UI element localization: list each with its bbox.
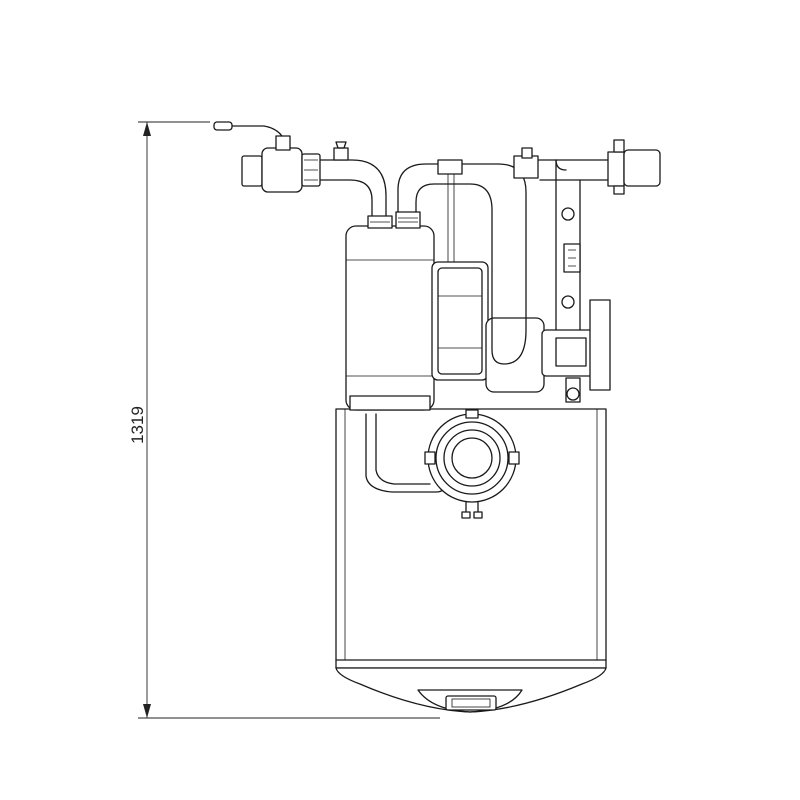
left-valve-handle bbox=[229, 125, 283, 137]
expansion-tank bbox=[345, 211, 435, 411]
pipe-middle-loop bbox=[397, 163, 527, 365]
right-valve-fitting bbox=[623, 149, 661, 187]
cock-body bbox=[333, 147, 349, 161]
flue-duct-inner bbox=[375, 413, 431, 485]
drain-valve bbox=[565, 377, 581, 403]
left-ball-valve bbox=[213, 121, 321, 193]
valve-nut bbox=[555, 337, 587, 367]
tank-fitting-threads bbox=[370, 217, 418, 223]
tank-body bbox=[345, 225, 435, 411]
tank-fitting-right bbox=[395, 211, 421, 229]
left-valve-threads bbox=[304, 159, 318, 181]
cock-handle bbox=[335, 141, 347, 149]
display-screen bbox=[451, 698, 491, 708]
display-window bbox=[445, 695, 497, 711]
test-point-right bbox=[473, 511, 483, 519]
flue-clamp-left bbox=[424, 451, 436, 465]
bypass-rod bbox=[447, 170, 455, 262]
dimension-arrow-top bbox=[143, 122, 151, 136]
pump-cover bbox=[437, 267, 483, 375]
flue-clamp-right bbox=[508, 451, 520, 465]
pipe-tee bbox=[437, 159, 463, 175]
pump-assembly bbox=[431, 261, 611, 403]
tank-bands bbox=[346, 259, 434, 377]
flow-switch-detail bbox=[568, 249, 576, 267]
hydraulic-block bbox=[485, 317, 545, 393]
flue-clamp-top bbox=[465, 409, 479, 419]
dimension-value: 1319 bbox=[128, 406, 147, 444]
drain-cap bbox=[566, 387, 580, 401]
left-valve-stem bbox=[275, 135, 291, 151]
air-vent-body bbox=[513, 155, 539, 179]
right-valve-cap bbox=[613, 139, 625, 153]
boiler-casing bbox=[335, 408, 607, 713]
bracket bbox=[589, 299, 611, 391]
right-valve-body bbox=[607, 151, 625, 187]
flue-assembly bbox=[365, 409, 520, 519]
left-valve-union bbox=[241, 155, 263, 187]
right-valve bbox=[607, 139, 661, 195]
sensor-upper bbox=[561, 207, 575, 221]
height-dimension: 1319 bbox=[128, 121, 440, 719]
boiler-side-edges bbox=[344, 409, 598, 660]
pipe-left-inner bbox=[317, 179, 373, 217]
pipe-elbow bbox=[555, 159, 567, 171]
pump-bands bbox=[438, 295, 482, 349]
left-valve-grip bbox=[213, 121, 233, 131]
flue-core bbox=[451, 437, 493, 479]
tank-base bbox=[349, 395, 431, 411]
air-vent-cap bbox=[521, 147, 533, 159]
test-point-left bbox=[461, 511, 471, 519]
sensor-lower bbox=[561, 295, 575, 309]
left-valve-body bbox=[261, 147, 303, 193]
pipe-top-right bbox=[525, 159, 621, 181]
right-valve-base bbox=[613, 185, 625, 195]
pump-housing bbox=[431, 261, 489, 381]
flue-ring-3 bbox=[443, 429, 501, 487]
dimension-arrow-bottom bbox=[143, 704, 151, 718]
top-left-cock bbox=[333, 141, 349, 161]
pipe-left-outer bbox=[317, 159, 387, 217]
flue-ring-2 bbox=[435, 421, 509, 495]
pipework bbox=[317, 147, 621, 365]
control-panel bbox=[417, 689, 523, 713]
